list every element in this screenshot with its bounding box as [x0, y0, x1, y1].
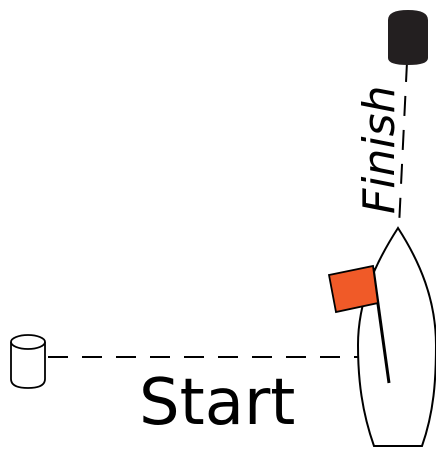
dark-buoy-icon [388, 10, 428, 65]
cylinder-buoy-icon [11, 335, 45, 388]
orange-flag-icon [329, 266, 378, 312]
sailboat-hull-icon [358, 228, 436, 446]
start-label: Start [139, 366, 295, 440]
finish-label: Finish [354, 86, 405, 214]
